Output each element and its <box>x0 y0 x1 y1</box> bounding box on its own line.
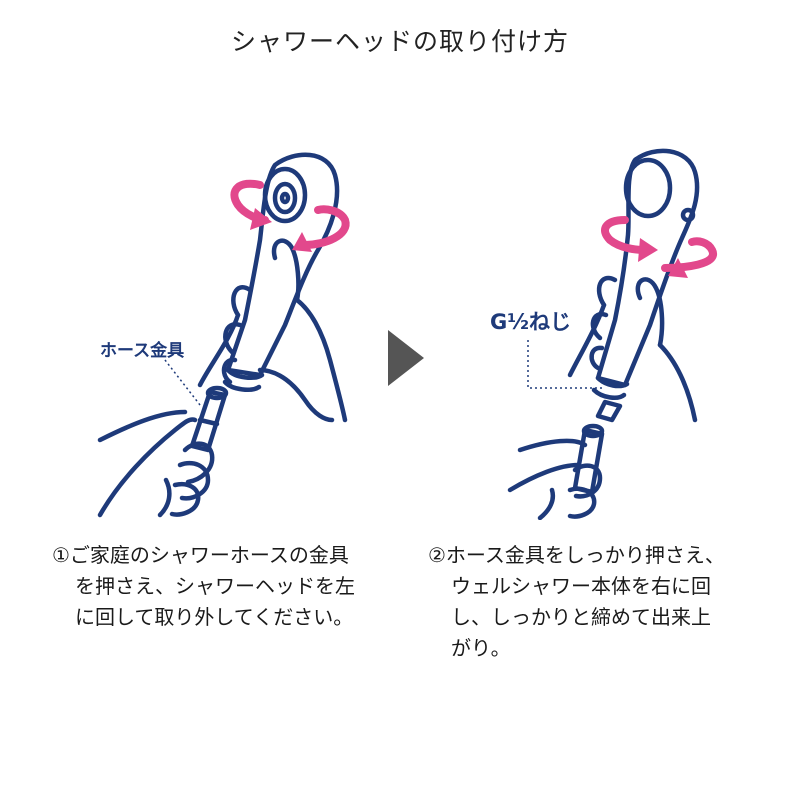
step2-illustration <box>420 120 750 520</box>
step1-illustration <box>60 120 390 520</box>
page-title: シャワーヘッドの取り付け方 <box>230 27 569 56</box>
step1-instructions: ①ご家庭のシャワーホースの金具 を押さえ、シャワーヘッドを左 に回して取り外して… <box>52 540 355 633</box>
thread-label: G½ねじ <box>490 310 571 334</box>
step2-line: ウェルシャワー本体を右に回 <box>451 574 711 598</box>
step2-line: し、しっかりと締めて出来上 <box>451 605 711 629</box>
step2-hand-shower-drawing <box>507 148 718 520</box>
step2-instructions: ②ホース金具をしっかり押さえ、 ウェルシャワー本体を右に回 し、しっかりと締めて… <box>428 540 725 664</box>
play-triangle-icon <box>388 330 424 386</box>
step2-line: ②ホース金具をしっかり押さえ、 <box>428 543 725 567</box>
step1-line: に回して取り外してください。 <box>75 605 354 629</box>
hose-fitting-label: ホース金具 <box>100 341 185 361</box>
step1-hand-shower-drawing <box>97 152 350 518</box>
step1-line: を押さえ、シャワーヘッドを左 <box>75 574 355 598</box>
step1-line: ①ご家庭のシャワーホースの金具 <box>52 543 349 567</box>
step2-line: がり。 <box>451 636 511 660</box>
